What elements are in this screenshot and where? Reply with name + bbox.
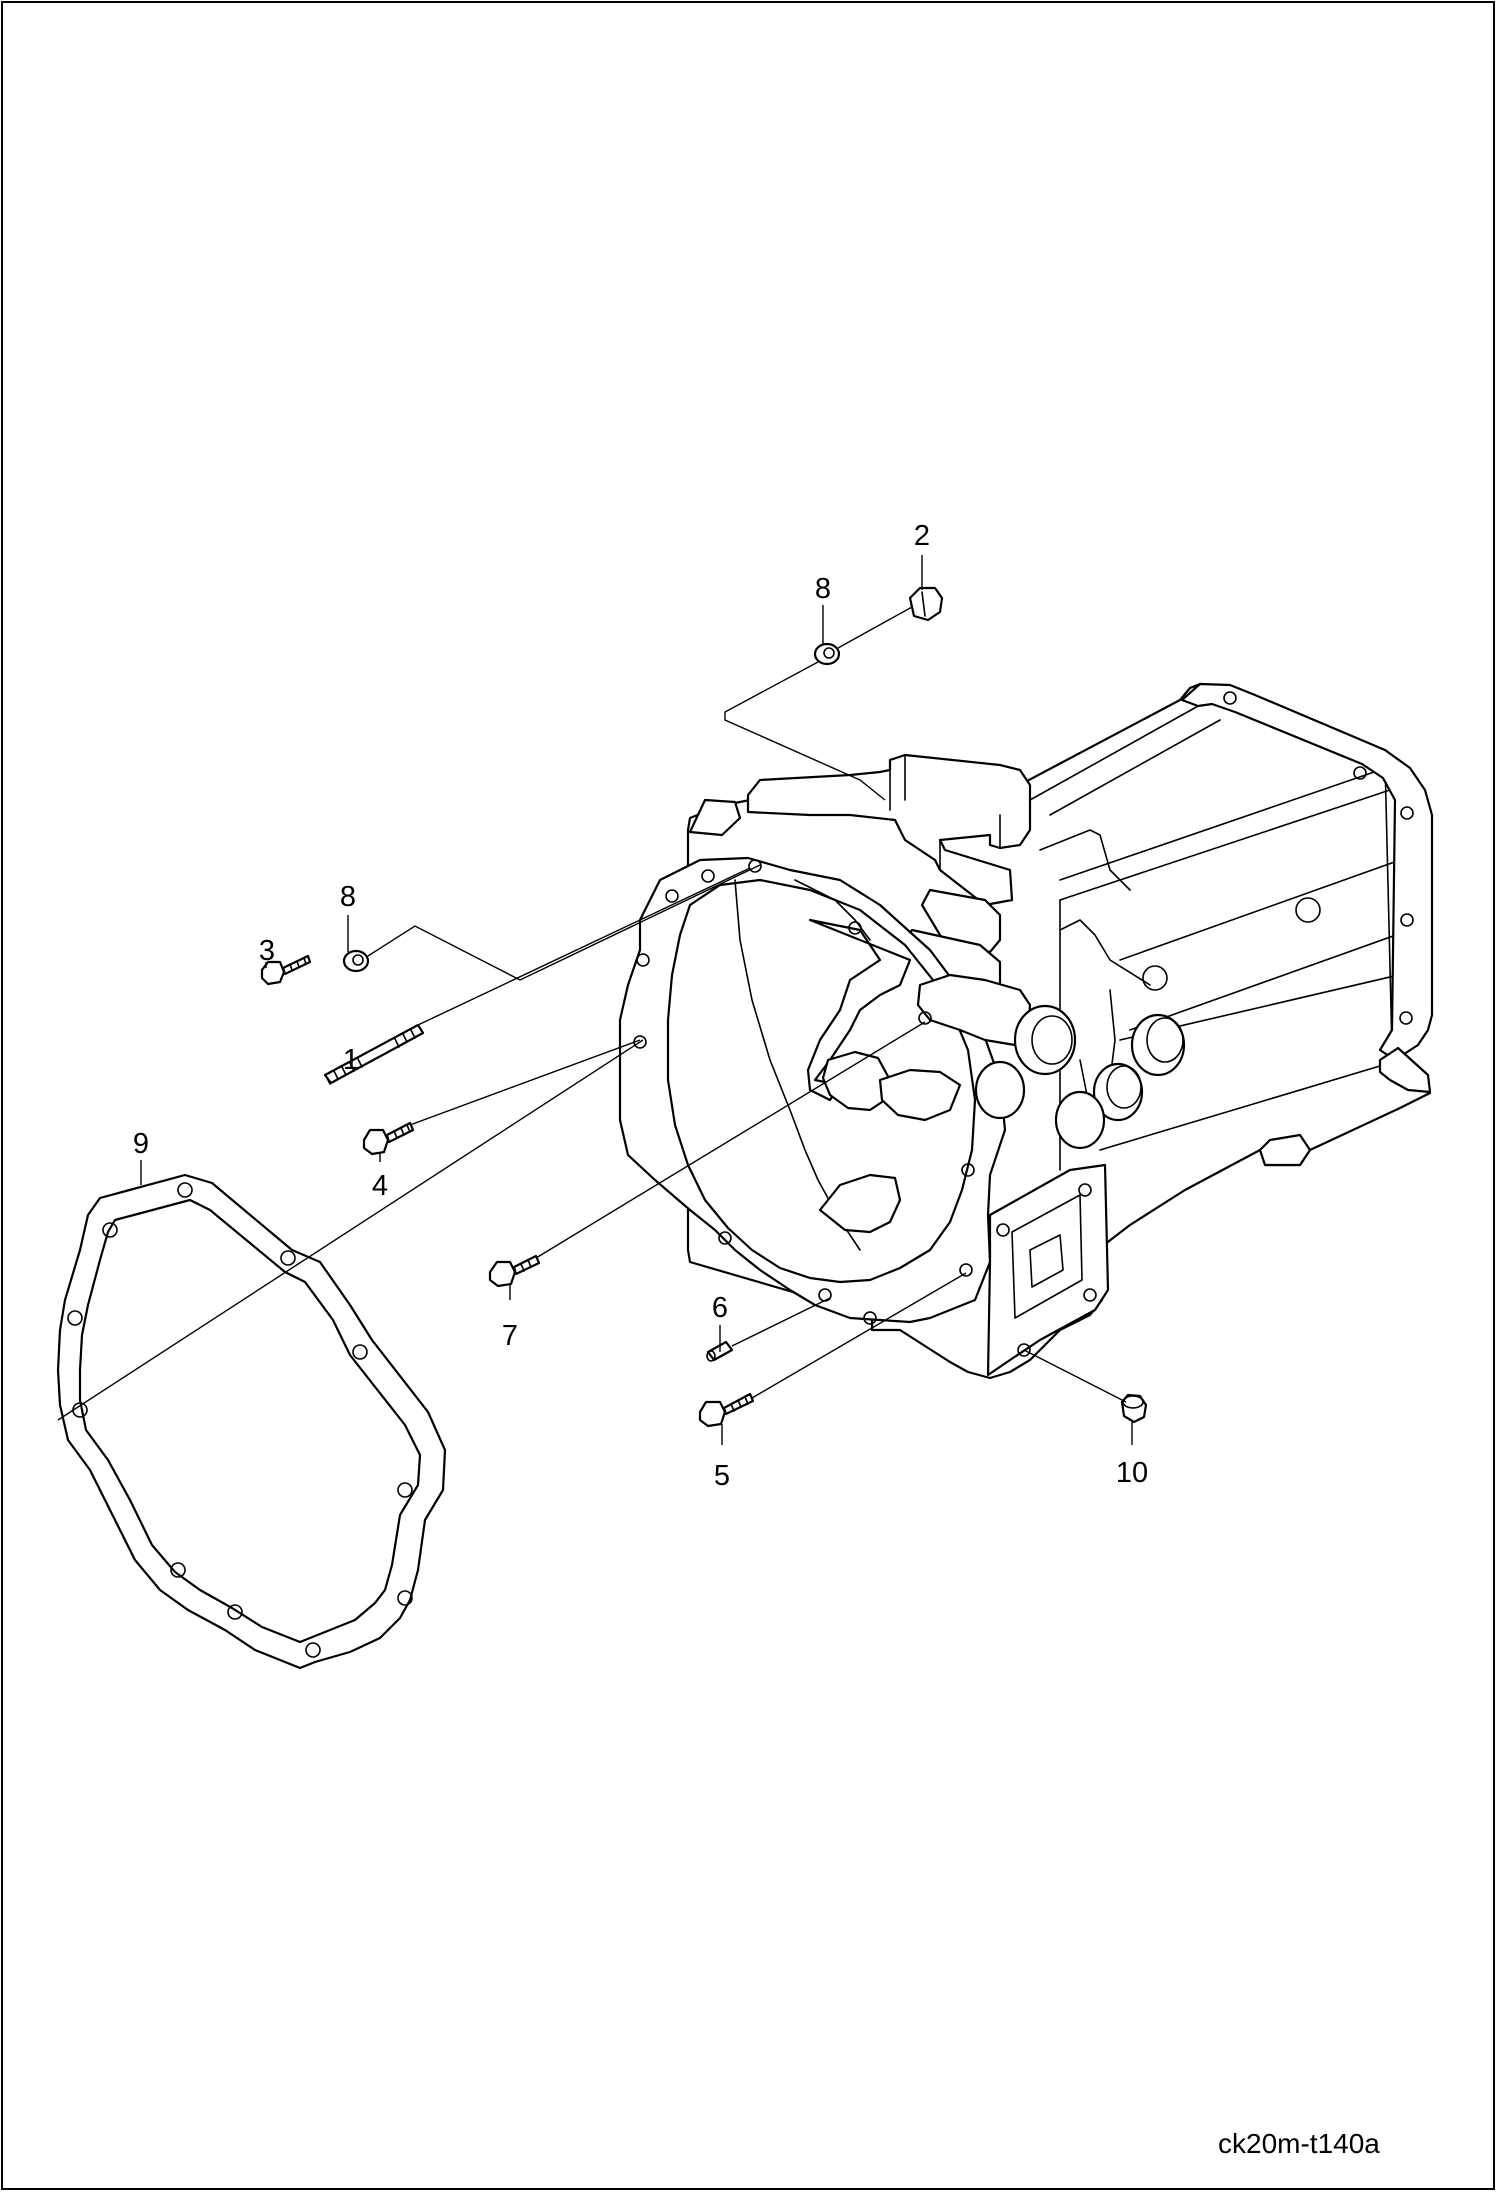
washer-part-8-left xyxy=(342,949,370,973)
callout-5: 5 xyxy=(714,1460,730,1492)
bolt-part-4 xyxy=(362,1121,415,1156)
callout-6: 6 xyxy=(712,1292,728,1324)
bolt-part-3 xyxy=(260,954,312,986)
nut-part-2 xyxy=(908,586,944,622)
callout-4: 4 xyxy=(372,1170,388,1202)
callout-2: 2 xyxy=(914,520,930,552)
callout-3: 3 xyxy=(259,935,275,967)
assembly-lines xyxy=(57,606,1127,1421)
bolt-part-7 xyxy=(488,1254,541,1288)
transmission-housing xyxy=(618,682,1434,1380)
callout-7: 7 xyxy=(502,1320,518,1352)
gasket-part-9 xyxy=(56,1173,447,1670)
bolt-part-5 xyxy=(698,1392,755,1428)
callout-labels: 1 2 3 4 5 6 7 8 8 9 10 xyxy=(133,520,1148,1492)
callout-leaders xyxy=(140,555,1133,1445)
stud-part-1 xyxy=(323,1023,425,1085)
plug-part-10 xyxy=(1120,1393,1148,1424)
callout-8-left: 8 xyxy=(340,881,356,913)
callout-1: 1 xyxy=(343,1044,359,1076)
washer-part-8-upper xyxy=(813,642,841,666)
callout-8-upper: 8 xyxy=(815,573,831,605)
callout-9: 9 xyxy=(133,1128,149,1160)
callout-10: 10 xyxy=(1116,1457,1148,1489)
drawing-code: ck20m-t140a xyxy=(1218,2128,1380,2159)
